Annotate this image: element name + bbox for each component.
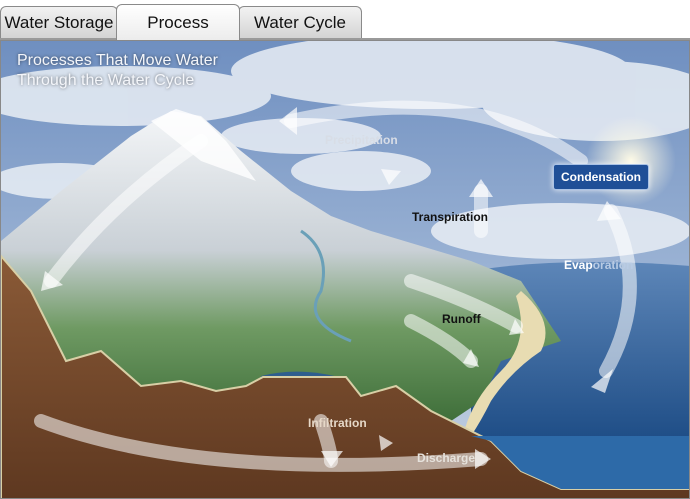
label-infiltration[interactable]: Infiltration (308, 416, 367, 430)
label-precipitation[interactable]: Precipitation (325, 133, 398, 147)
label-discharge[interactable]: Discharge (417, 451, 476, 465)
water-cycle-diagram: Processes That Move Water Through the Wa… (0, 40, 690, 499)
tab-divider (0, 38, 690, 40)
title-line-2: Through the Water Cycle (17, 72, 195, 89)
diagram-title: Processes That Move Water Through the Wa… (17, 51, 277, 91)
label-evaporation[interactable]: Evaporation (564, 258, 633, 272)
evaporation-part-1: Evap (564, 258, 593, 272)
tab-process[interactable]: Process (116, 4, 240, 40)
label-runoff[interactable]: Runoff (442, 312, 481, 326)
label-transpiration[interactable]: Transpiration (412, 210, 489, 224)
tab-label: Process (147, 12, 209, 32)
landscape-illustration (1, 41, 689, 498)
tab-water-storage[interactable]: Water Storage (0, 6, 118, 38)
evaporation-part-2: oration (592, 258, 634, 272)
label-condensation[interactable]: Condensation (553, 164, 649, 190)
tab-label: Water Storage (4, 12, 114, 32)
tab-bar: Water Storage Water Cycle Process (0, 0, 690, 40)
tab-water-cycle[interactable]: Water Cycle (238, 6, 362, 38)
title-line-1: Processes That Move Water (17, 52, 218, 69)
tab-label: Water Cycle (254, 12, 346, 32)
